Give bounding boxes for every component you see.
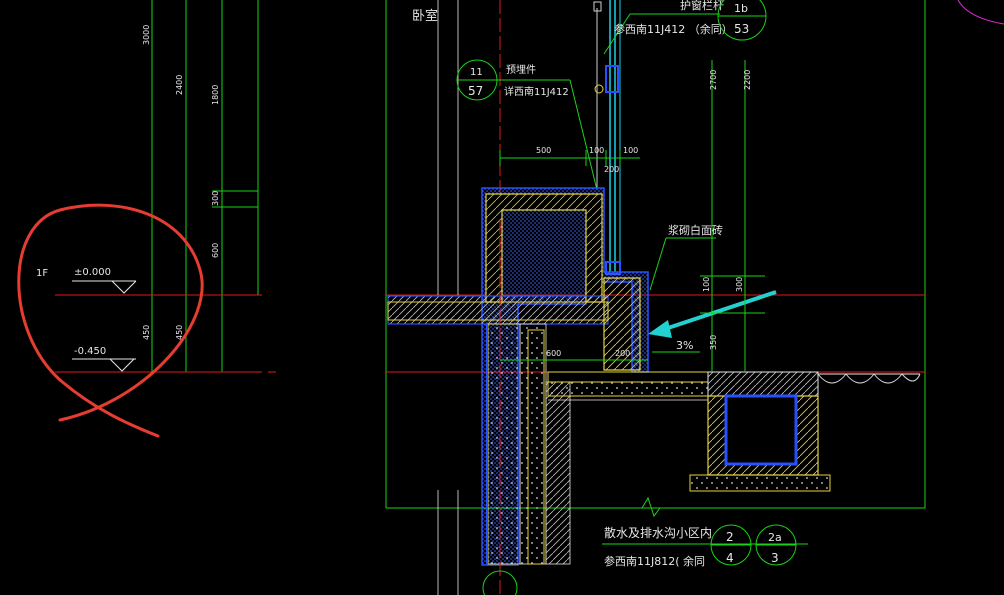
detail-ref-embed-bottom: 57 — [468, 84, 483, 98]
dim-right-300: 300 — [735, 277, 744, 292]
tile-note-text: 浆砌白面砖 — [668, 223, 723, 237]
dim-1800: 1800 — [211, 85, 220, 105]
embed-note-text: 预埋件 — [506, 64, 536, 76]
dim-2400: 2400 — [175, 75, 184, 95]
break-line — [641, 496, 661, 518]
dim-600-bottom: 600 — [546, 349, 561, 358]
room-label: 卧室 — [412, 8, 438, 24]
embed-note: 11 57 预埋件 详西南11J412 — [456, 59, 598, 191]
dim-100-b: 100 — [623, 146, 638, 155]
detail-ref-embed-top: 11 — [470, 67, 483, 78]
tile-note: 浆砌白面砖 — [649, 223, 723, 291]
dim-right-100: 100 — [702, 277, 711, 292]
dim-2200: 2200 — [743, 70, 752, 90]
railing-ref-text: 参西南11J412 （余同） — [614, 22, 733, 36]
floor-tag: 1F — [36, 268, 48, 279]
detail-ref-drain-a-bottom: 4 — [726, 551, 734, 565]
concrete-structure — [387, 187, 649, 566]
level-minus-label: -0.450 — [74, 346, 106, 357]
level-ticks — [236, 294, 880, 373]
detail-ref-railing-bottom: 53 — [734, 22, 749, 36]
dim-300: 300 — [211, 191, 220, 206]
embed-ref-text: 详西南11J412 — [504, 85, 569, 98]
level-marker-zero: 1F ±0.000 — [36, 267, 137, 294]
dim-2700: 2700 — [709, 70, 718, 90]
railing-note-text: 护窗栏杆 — [680, 0, 724, 12]
dim-600: 600 — [211, 243, 220, 258]
detail-ref-railing-top: 1b — [734, 2, 748, 15]
drain-note-text: 散水及排水沟小区内 — [604, 525, 712, 540]
dim-200-bottom: 200 — [615, 349, 630, 358]
drainage-ditch — [689, 371, 831, 492]
level-zero-label: ±0.000 — [74, 267, 111, 278]
ground-hatch — [817, 373, 921, 384]
dim-450-a: 450 — [142, 325, 151, 340]
dim-450-b: 450 — [175, 325, 184, 340]
dim-500: 500 — [536, 146, 551, 155]
level-marker-minus: -0.450 — [72, 346, 136, 372]
detail-ref-drain-b-bottom: 3 — [771, 551, 779, 565]
dim-right-350: 350 — [709, 335, 718, 350]
drain-note: 散水及排水沟小区内 参西南11J812( 余同 2 4 2a 3 — [602, 524, 808, 568]
pointer-arrow — [648, 290, 777, 338]
slope-mark: 3% — [652, 339, 700, 353]
detail-ref-drain-a-top: 2 — [726, 530, 734, 544]
interior-lines — [437, 0, 459, 595]
dim-3000: 3000 — [142, 25, 151, 45]
slope-text: 3% — [676, 339, 693, 352]
dim-100-a: 100 — [589, 146, 604, 155]
drain-ref-text: 参西南11J812( 余同 — [604, 554, 705, 568]
railing-note: 护窗栏杆 参西南11J412 （余同） 1b 53 — [603, 0, 767, 55]
dim-200-top: 200 — [604, 165, 619, 174]
right-dim-lines — [700, 60, 765, 372]
annotation-circle — [17, 203, 204, 438]
top-dim-line — [499, 150, 640, 166]
detail-ref-drain-b-top: 2a — [768, 531, 782, 544]
magenta-arc — [957, 0, 1004, 25]
axis-bubble — [482, 570, 518, 595]
